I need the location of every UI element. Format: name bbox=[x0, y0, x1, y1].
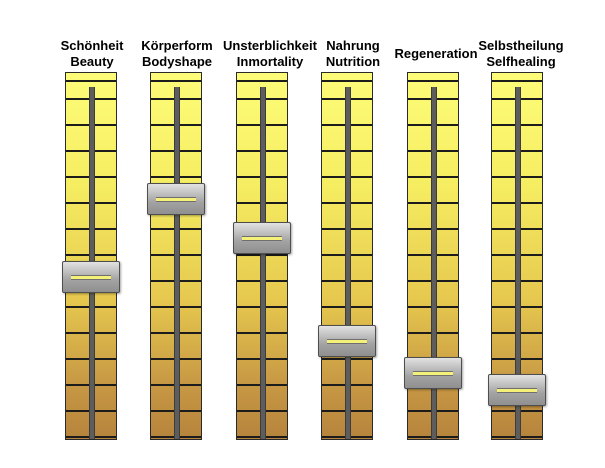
slider-label-beauty: Schönheit Beauty bbox=[37, 38, 147, 70]
handle-indicator bbox=[413, 370, 453, 376]
fader-track[interactable] bbox=[260, 87, 266, 439]
slider-label-en: Nutrition bbox=[325, 54, 381, 69]
slider-handle-inmortality[interactable] bbox=[233, 222, 291, 255]
slider-label-en: Beauty bbox=[70, 54, 114, 69]
slider-handle-nutrition[interactable] bbox=[318, 324, 376, 357]
slider-label-de: Körperform bbox=[141, 38, 213, 53]
fader-column-beauty bbox=[65, 72, 117, 440]
handle-indicator bbox=[497, 388, 537, 394]
slider-handle-selfhealing[interactable] bbox=[488, 374, 546, 407]
slider-label-de: Unsterblichkeit bbox=[223, 38, 317, 53]
handle-indicator bbox=[242, 236, 282, 242]
fader-track[interactable] bbox=[174, 87, 180, 439]
slider-label-nutrition: Nahrung Nutrition bbox=[298, 38, 408, 70]
slider-handle-bodyshape[interactable] bbox=[147, 183, 205, 216]
slider-label-bodyshape: Körperform Bodyshape bbox=[122, 38, 232, 70]
slider-handle-beauty[interactable] bbox=[62, 261, 120, 294]
grid-line bbox=[151, 80, 201, 82]
handle-indicator bbox=[327, 338, 367, 344]
handle-indicator bbox=[156, 197, 196, 203]
slider-label-selfhealing: Selbstheilung Selfhealing bbox=[466, 38, 576, 70]
grid-line bbox=[322, 80, 372, 82]
grid-line bbox=[66, 80, 116, 82]
slider-label-en: Inmortality bbox=[236, 54, 304, 69]
handle-indicator bbox=[71, 275, 111, 281]
slider-label-en: Selfhealing bbox=[486, 54, 556, 69]
slider-label-de: Nahrung bbox=[326, 38, 380, 53]
slider-handle-regeneration[interactable] bbox=[404, 356, 462, 389]
slider-label-inmortality: Unsterblichkeit Inmortality bbox=[215, 38, 325, 70]
slider-label-de: Selbstheilung bbox=[478, 38, 564, 53]
fader-column-bodyshape bbox=[150, 72, 202, 440]
fader-column-inmortality bbox=[236, 72, 288, 440]
slider-label-en: Bodyshape bbox=[141, 54, 213, 69]
fader-track[interactable] bbox=[345, 87, 351, 439]
grid-line bbox=[492, 80, 542, 82]
fader-track[interactable] bbox=[515, 87, 521, 439]
slider-label-de: Regeneration bbox=[394, 46, 478, 61]
fader-column-nutrition bbox=[321, 72, 373, 440]
grid-line bbox=[237, 80, 287, 82]
slider-label-de: Schönheit bbox=[60, 38, 124, 53]
slider-label-regeneration: Regeneration bbox=[381, 46, 491, 62]
grid-line bbox=[408, 80, 458, 82]
fader-track[interactable] bbox=[431, 87, 437, 439]
